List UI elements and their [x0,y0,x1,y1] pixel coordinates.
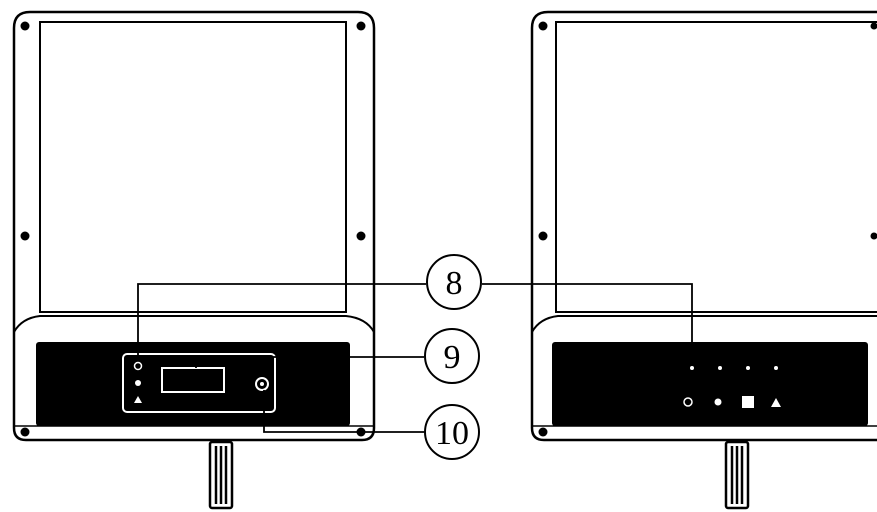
callout-8: 8 [426,254,482,310]
power-icon [133,361,143,371]
screw-icon [538,231,548,241]
callout-circle [424,404,480,460]
leader-line-9 [195,356,424,368]
control-button-center [260,382,264,386]
control-button [255,377,269,391]
screw-icon [20,21,30,31]
warning-icon [771,398,781,407]
callout-label-10: 10 [435,415,469,452]
callout-9: 9 [424,328,480,384]
inverter-right-bottom-connector [724,440,750,510]
inverter-left-housing-outline [12,10,376,442]
grid-icon [135,380,141,386]
callout-label-8: 8 [446,265,463,302]
screw-icon [538,427,548,437]
screw-icon [356,231,366,241]
indicator-led [774,366,778,370]
indicator-led [746,366,750,370]
screw-icon [356,21,366,31]
leader-line-10 [263,390,424,433]
grid-icon [714,398,722,406]
screw-icon [20,231,30,241]
leader-line-8-right [482,283,693,364]
screw-icon [538,21,548,31]
callout-10: 10 [424,404,480,460]
inverter-right-control-panel [552,342,868,426]
warning-icon [134,396,142,403]
inverter-right-housing-outline [530,10,877,442]
inverter-right-bottom-shoulder [531,315,877,333]
inverter-right-lid [555,21,877,313]
callout-label-9: 9 [444,339,461,376]
callout-circle [424,328,480,384]
power-icon [683,397,693,407]
screw-icon [870,22,877,30]
inverter-left-bottom-connector [208,440,234,510]
inverter-left-lid [39,21,347,313]
leader-lines [137,283,693,433]
leader-line-8 [137,283,426,358]
lcd-display [161,367,225,393]
screw-icon [20,427,30,437]
screw-icon [870,232,877,240]
callout-circle [426,254,482,310]
indicator-leds [690,366,694,370]
inverter-left-bottom-shoulder [13,315,375,333]
communication-icon [742,396,754,408]
indicator-led [718,366,722,370]
inverter-left-control-highlight [122,353,276,413]
